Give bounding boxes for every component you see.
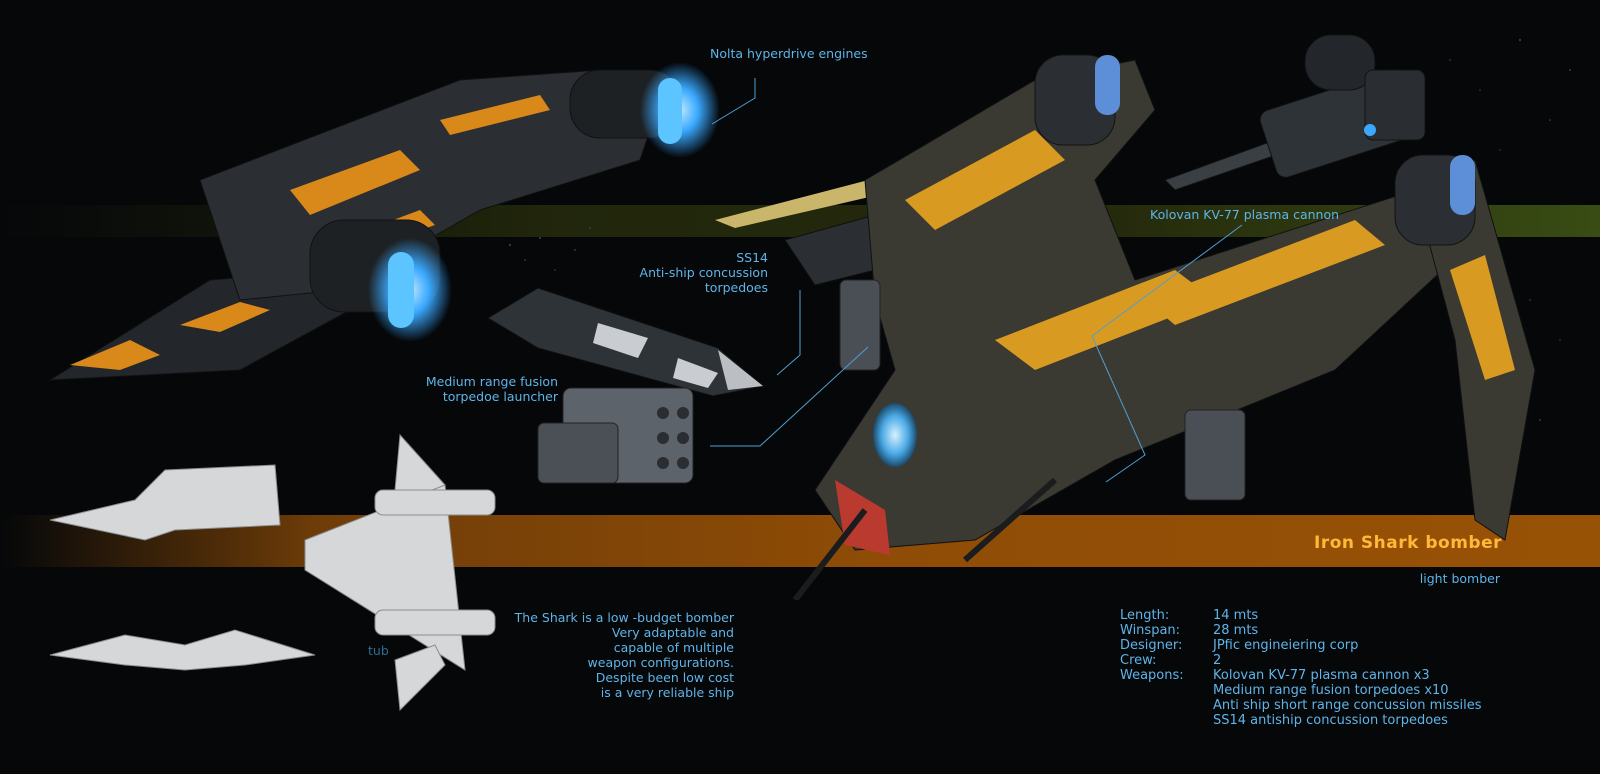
- spec-row: Length: 14 mts: [1120, 608, 1481, 623]
- callout-fusion-launcher: Medium range fusion torpedoe launcher: [425, 374, 558, 404]
- cannon-render: [1164, 34, 1426, 190]
- spec-value: Kolovan KV-77 plasma cannon x3 Medium ra…: [1213, 668, 1482, 728]
- spec-row: Designer: JPfic engineiering corp: [1120, 638, 1481, 653]
- hidden-fragment: tub: [368, 643, 389, 658]
- callout-ss14: SS14 Anti-ship concussion torpedoes: [639, 250, 768, 295]
- spec-row: Weapons: Kolovan KV-77 plasma cannon x3 M…: [1120, 668, 1481, 728]
- spec-value: 14 mts: [1213, 608, 1259, 623]
- callout-engines: Nolta hyperdrive engines: [710, 46, 868, 61]
- ship-description: The Shark is a low -budget bomber Very a…: [514, 610, 734, 700]
- launcher-render: [537, 387, 694, 484]
- ship-render-top: [48, 62, 720, 381]
- spec-row: Crew: 2: [1120, 653, 1481, 668]
- spec-value: 28 mts: [1213, 623, 1259, 638]
- callout-plasma-cannon: Kolovan KV-77 plasma cannon: [1150, 207, 1340, 222]
- spec-key: Winspan:: [1120, 623, 1181, 638]
- spec-value: 2: [1213, 653, 1222, 668]
- wireframe-views: [49, 433, 496, 712]
- spec-key: Designer:: [1120, 638, 1183, 653]
- torpedo-render: [487, 287, 765, 397]
- ship-name: Iron Shark bomber: [1314, 533, 1502, 553]
- ship-render-main: [715, 54, 1536, 600]
- ship-class: light bomber: [1419, 571, 1500, 586]
- spec-value: JPfic engineiering corp: [1213, 638, 1359, 653]
- spec-key: Length:: [1120, 608, 1170, 623]
- spec-row: Winspan: 28 mts: [1120, 623, 1481, 638]
- spec-key: Weapons:: [1120, 668, 1184, 683]
- spec-key: Crew:: [1120, 653, 1157, 668]
- spec-table: Length: 14 mts Winspan: 28 mts Designer: JP…: [1120, 608, 1481, 728]
